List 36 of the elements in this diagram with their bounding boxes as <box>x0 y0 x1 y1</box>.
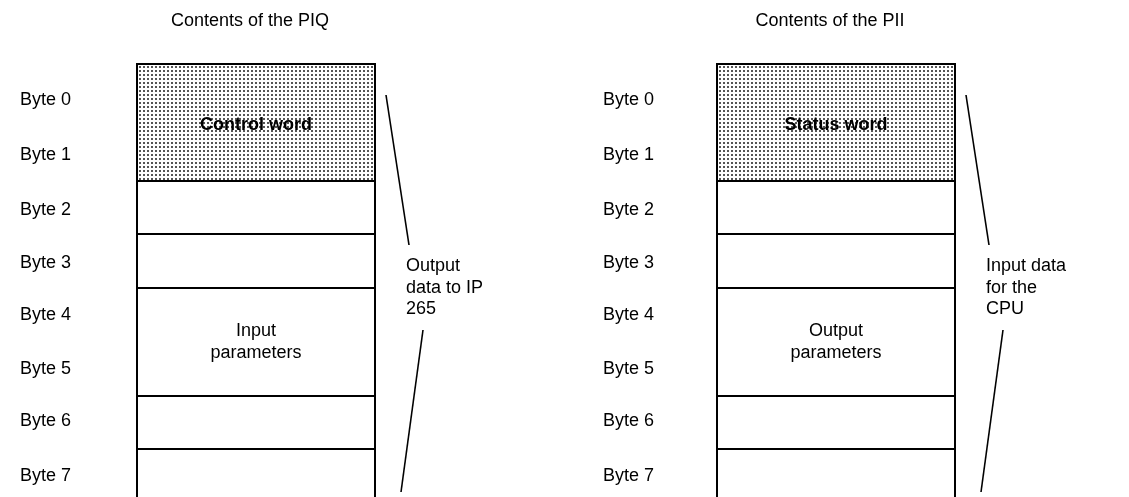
memory-cell <box>716 180 956 235</box>
byte-label: Byte 2 <box>20 199 72 220</box>
byte-label: Byte 2 <box>603 199 655 220</box>
byte-label: Byte 6 <box>20 410 72 431</box>
memory-cell <box>716 395 956 450</box>
byte-label: Byte 7 <box>603 465 655 486</box>
memory-cell <box>136 395 376 450</box>
byte-label: Byte 1 <box>20 144 72 165</box>
shaded-cell <box>136 63 376 182</box>
shaded-cell <box>716 63 956 182</box>
byte-label: Byte 0 <box>603 89 655 110</box>
cell-heading: Status word <box>783 113 889 136</box>
byte-label: Byte 7 <box>20 465 72 486</box>
byte-label: Byte 1 <box>603 144 655 165</box>
memory-cell <box>716 448 956 497</box>
byte-label: Byte 6 <box>603 410 655 431</box>
memory-cell <box>716 287 956 397</box>
byte-label: Byte 3 <box>20 252 72 273</box>
cell-label: Input parameters <box>209 320 303 364</box>
memory-cell <box>136 287 376 397</box>
cell-heading: Control word <box>199 113 313 136</box>
table-heading: Contents of the PIQ <box>169 10 331 31</box>
memory-cell <box>136 180 376 235</box>
byte-label: Byte 5 <box>20 358 72 379</box>
byte-label: Byte 4 <box>20 304 72 325</box>
side-note: Output data to IP 265 <box>406 255 484 320</box>
memory-cell <box>136 448 376 497</box>
memory-cell <box>136 233 376 289</box>
table-heading: Contents of the PII <box>754 10 906 31</box>
byte-label: Byte 0 <box>20 89 72 110</box>
byte-label: Byte 5 <box>603 358 655 379</box>
side-note: Input data for the CPU <box>986 255 1068 320</box>
byte-label: Byte 4 <box>603 304 655 325</box>
memory-cell <box>716 233 956 289</box>
cell-label: Output parameters <box>789 320 883 364</box>
byte-label: Byte 3 <box>603 252 655 273</box>
